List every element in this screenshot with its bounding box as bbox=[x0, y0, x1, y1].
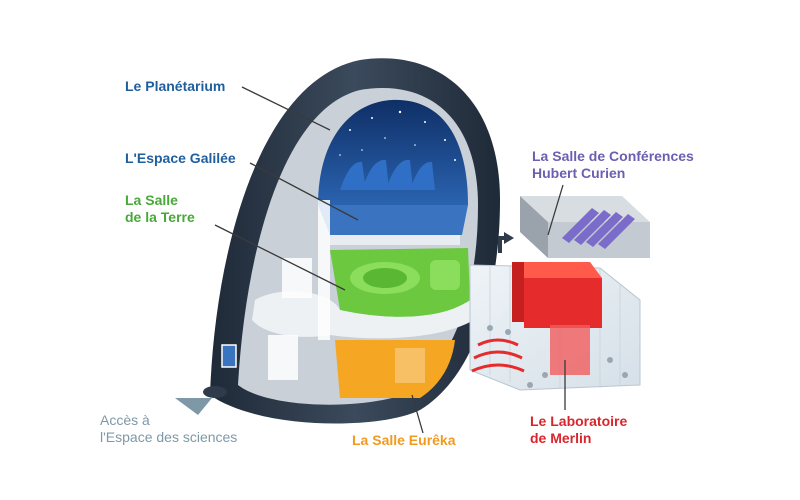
merlin-side bbox=[512, 262, 524, 322]
label-acces-line-2: l'Espace des sciences bbox=[100, 429, 238, 445]
label-terre: La Salle de la Terre bbox=[125, 192, 195, 226]
conference-side bbox=[520, 196, 548, 258]
eureka-module bbox=[395, 348, 425, 383]
label-galilee: L'Espace Galilée bbox=[125, 150, 236, 167]
label-eureka-line-1: La Salle Eurêka bbox=[352, 432, 456, 448]
merlin-top bbox=[512, 262, 602, 278]
entrance-path bbox=[175, 398, 212, 415]
label-galilee-line-1: L'Espace Galilée bbox=[125, 150, 236, 166]
label-eureka: La Salle Eurêka bbox=[352, 432, 456, 449]
merlin-block bbox=[524, 278, 602, 328]
label-planetarium: Le Planétarium bbox=[125, 78, 225, 95]
label-merlin-line-2: de Merlin bbox=[530, 430, 592, 446]
terre-circle-inner bbox=[363, 268, 407, 288]
dome-stars bbox=[339, 110, 456, 161]
label-conferences: La Salle de Conférences Hubert Curien bbox=[532, 148, 694, 182]
merlin-seats bbox=[471, 338, 525, 373]
label-acces: Accès à l'Espace des sciences bbox=[100, 412, 237, 446]
interior-structure bbox=[268, 200, 330, 380]
planetarium-seats bbox=[340, 159, 435, 190]
label-conferences-line-1: La Salle de Conférences bbox=[532, 148, 694, 164]
pavilion-columns bbox=[487, 325, 628, 388]
label-acces-line-1: Accès à bbox=[100, 412, 150, 428]
conference-seats bbox=[562, 208, 635, 249]
entrance-screen bbox=[221, 344, 237, 368]
entrance-door bbox=[203, 386, 227, 398]
label-terre-line-1: La Salle bbox=[125, 192, 178, 208]
terre-module bbox=[430, 260, 460, 290]
label-conferences-line-2: Hubert Curien bbox=[532, 165, 626, 181]
label-planetarium-line-1: Le Planétarium bbox=[125, 78, 226, 94]
galilee-floor bbox=[318, 205, 468, 235]
floor-slab-2 bbox=[252, 291, 470, 339]
merlin-cube bbox=[550, 325, 590, 375]
label-merlin-line-1: Le Laboratoire bbox=[530, 413, 628, 429]
conference-arrowhead bbox=[504, 232, 514, 244]
label-merlin: Le Laboratoire de Merlin bbox=[530, 413, 627, 447]
label-terre-line-2: de la Terre bbox=[125, 209, 195, 225]
floor-slab-1 bbox=[330, 235, 460, 245]
leader-lines bbox=[214, 86, 566, 434]
